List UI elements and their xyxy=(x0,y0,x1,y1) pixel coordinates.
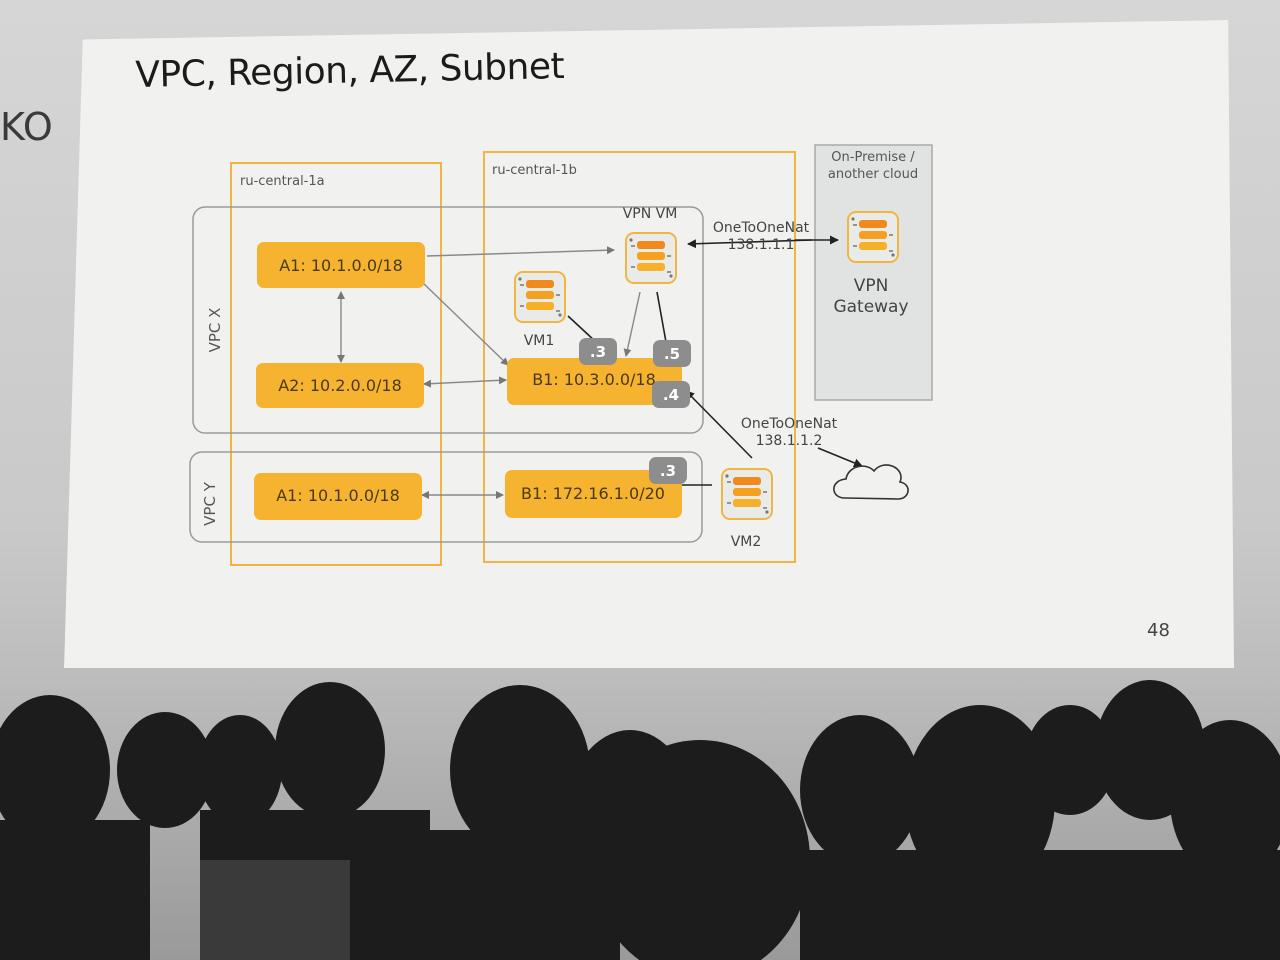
subnet-y-a1-label: A1: 10.1.0.0/18 xyxy=(276,486,400,505)
nat2-label-line1: OneToOneNat xyxy=(741,416,838,432)
zone-label-b: ru-central-1b xyxy=(492,163,577,178)
on-premise-label-line2: another cloud xyxy=(828,167,918,182)
nat1-label-line1: OneToOneNat xyxy=(713,220,810,236)
nat1-arrow-to-vpn-vm xyxy=(687,239,813,249)
subnet-x-a2-label: A2: 10.2.0.0/18 xyxy=(278,376,402,395)
subnet-x-a2 xyxy=(256,363,424,408)
ip-badge-vm2-y-label: .3 xyxy=(660,462,676,480)
zone-frame-b xyxy=(483,151,796,563)
a1-to-b1-arrow xyxy=(421,281,509,366)
gateway-label-line2: Gateway xyxy=(833,297,908,317)
ip-badge-vm2-x-label: .4 xyxy=(663,386,679,404)
subnet-y-a1 xyxy=(254,473,422,520)
a2-b1-arrow xyxy=(423,376,507,388)
on-premise-label-line1: On-Premise / xyxy=(831,150,915,165)
subnet-x-a1-label: A1: 10.1.0.0/18 xyxy=(279,256,403,275)
ip-badge-vm1 xyxy=(579,338,617,365)
ip-badge-vpn-vm xyxy=(653,340,691,367)
subnet-x-a1 xyxy=(257,242,425,288)
zone-frame-a xyxy=(230,162,442,566)
side-screen-text: KO xyxy=(0,105,53,149)
vm1-link xyxy=(567,315,597,343)
presentation-slide xyxy=(64,20,1234,668)
nat1-label-line2: 138.1.1.1 xyxy=(728,237,795,253)
on-premise-panel xyxy=(814,144,933,401)
gateway-label-line1: VPN xyxy=(854,276,889,296)
nat2-arrow-to-internet xyxy=(817,447,863,468)
ip-badge-vm2-y xyxy=(649,457,687,484)
a1-to-vpn-vm-arrow xyxy=(426,246,615,257)
vpc-x-frame xyxy=(192,206,704,434)
vm2-label: VM2 xyxy=(731,534,762,550)
nat2-arrow-to-b1 xyxy=(685,390,753,459)
vm1-label: VM1 xyxy=(524,333,555,349)
zone-label-a: ru-central-1a xyxy=(240,174,325,189)
slide-page-number: 48 xyxy=(1147,620,1170,641)
nat2-label-line2: 138.1.1.2 xyxy=(756,433,823,449)
ip-badge-vpn-vm-label: .5 xyxy=(664,345,680,363)
vpn-vm-label: VPN VM xyxy=(623,206,678,222)
vpn-vm-link xyxy=(656,291,667,343)
vpc-x-label: VPC X xyxy=(206,308,224,353)
subnet-y-b1 xyxy=(505,470,682,518)
vpc-y-frame xyxy=(189,451,703,543)
subnet-x-b1 xyxy=(507,358,682,405)
ip-badge-vm2-x xyxy=(652,381,690,408)
subnet-x-b1-label: B1: 10.3.0.0/18 xyxy=(532,370,656,389)
vpn-vm-to-b1-arrow xyxy=(623,291,641,357)
internet-cloud-icon xyxy=(833,464,909,500)
subnet-y-b1-label: B1: 172.16.1.0/20 xyxy=(521,484,665,503)
vpc-y-label: VPC Y xyxy=(201,481,219,526)
ip-badge-vm1-label: .3 xyxy=(590,343,606,361)
